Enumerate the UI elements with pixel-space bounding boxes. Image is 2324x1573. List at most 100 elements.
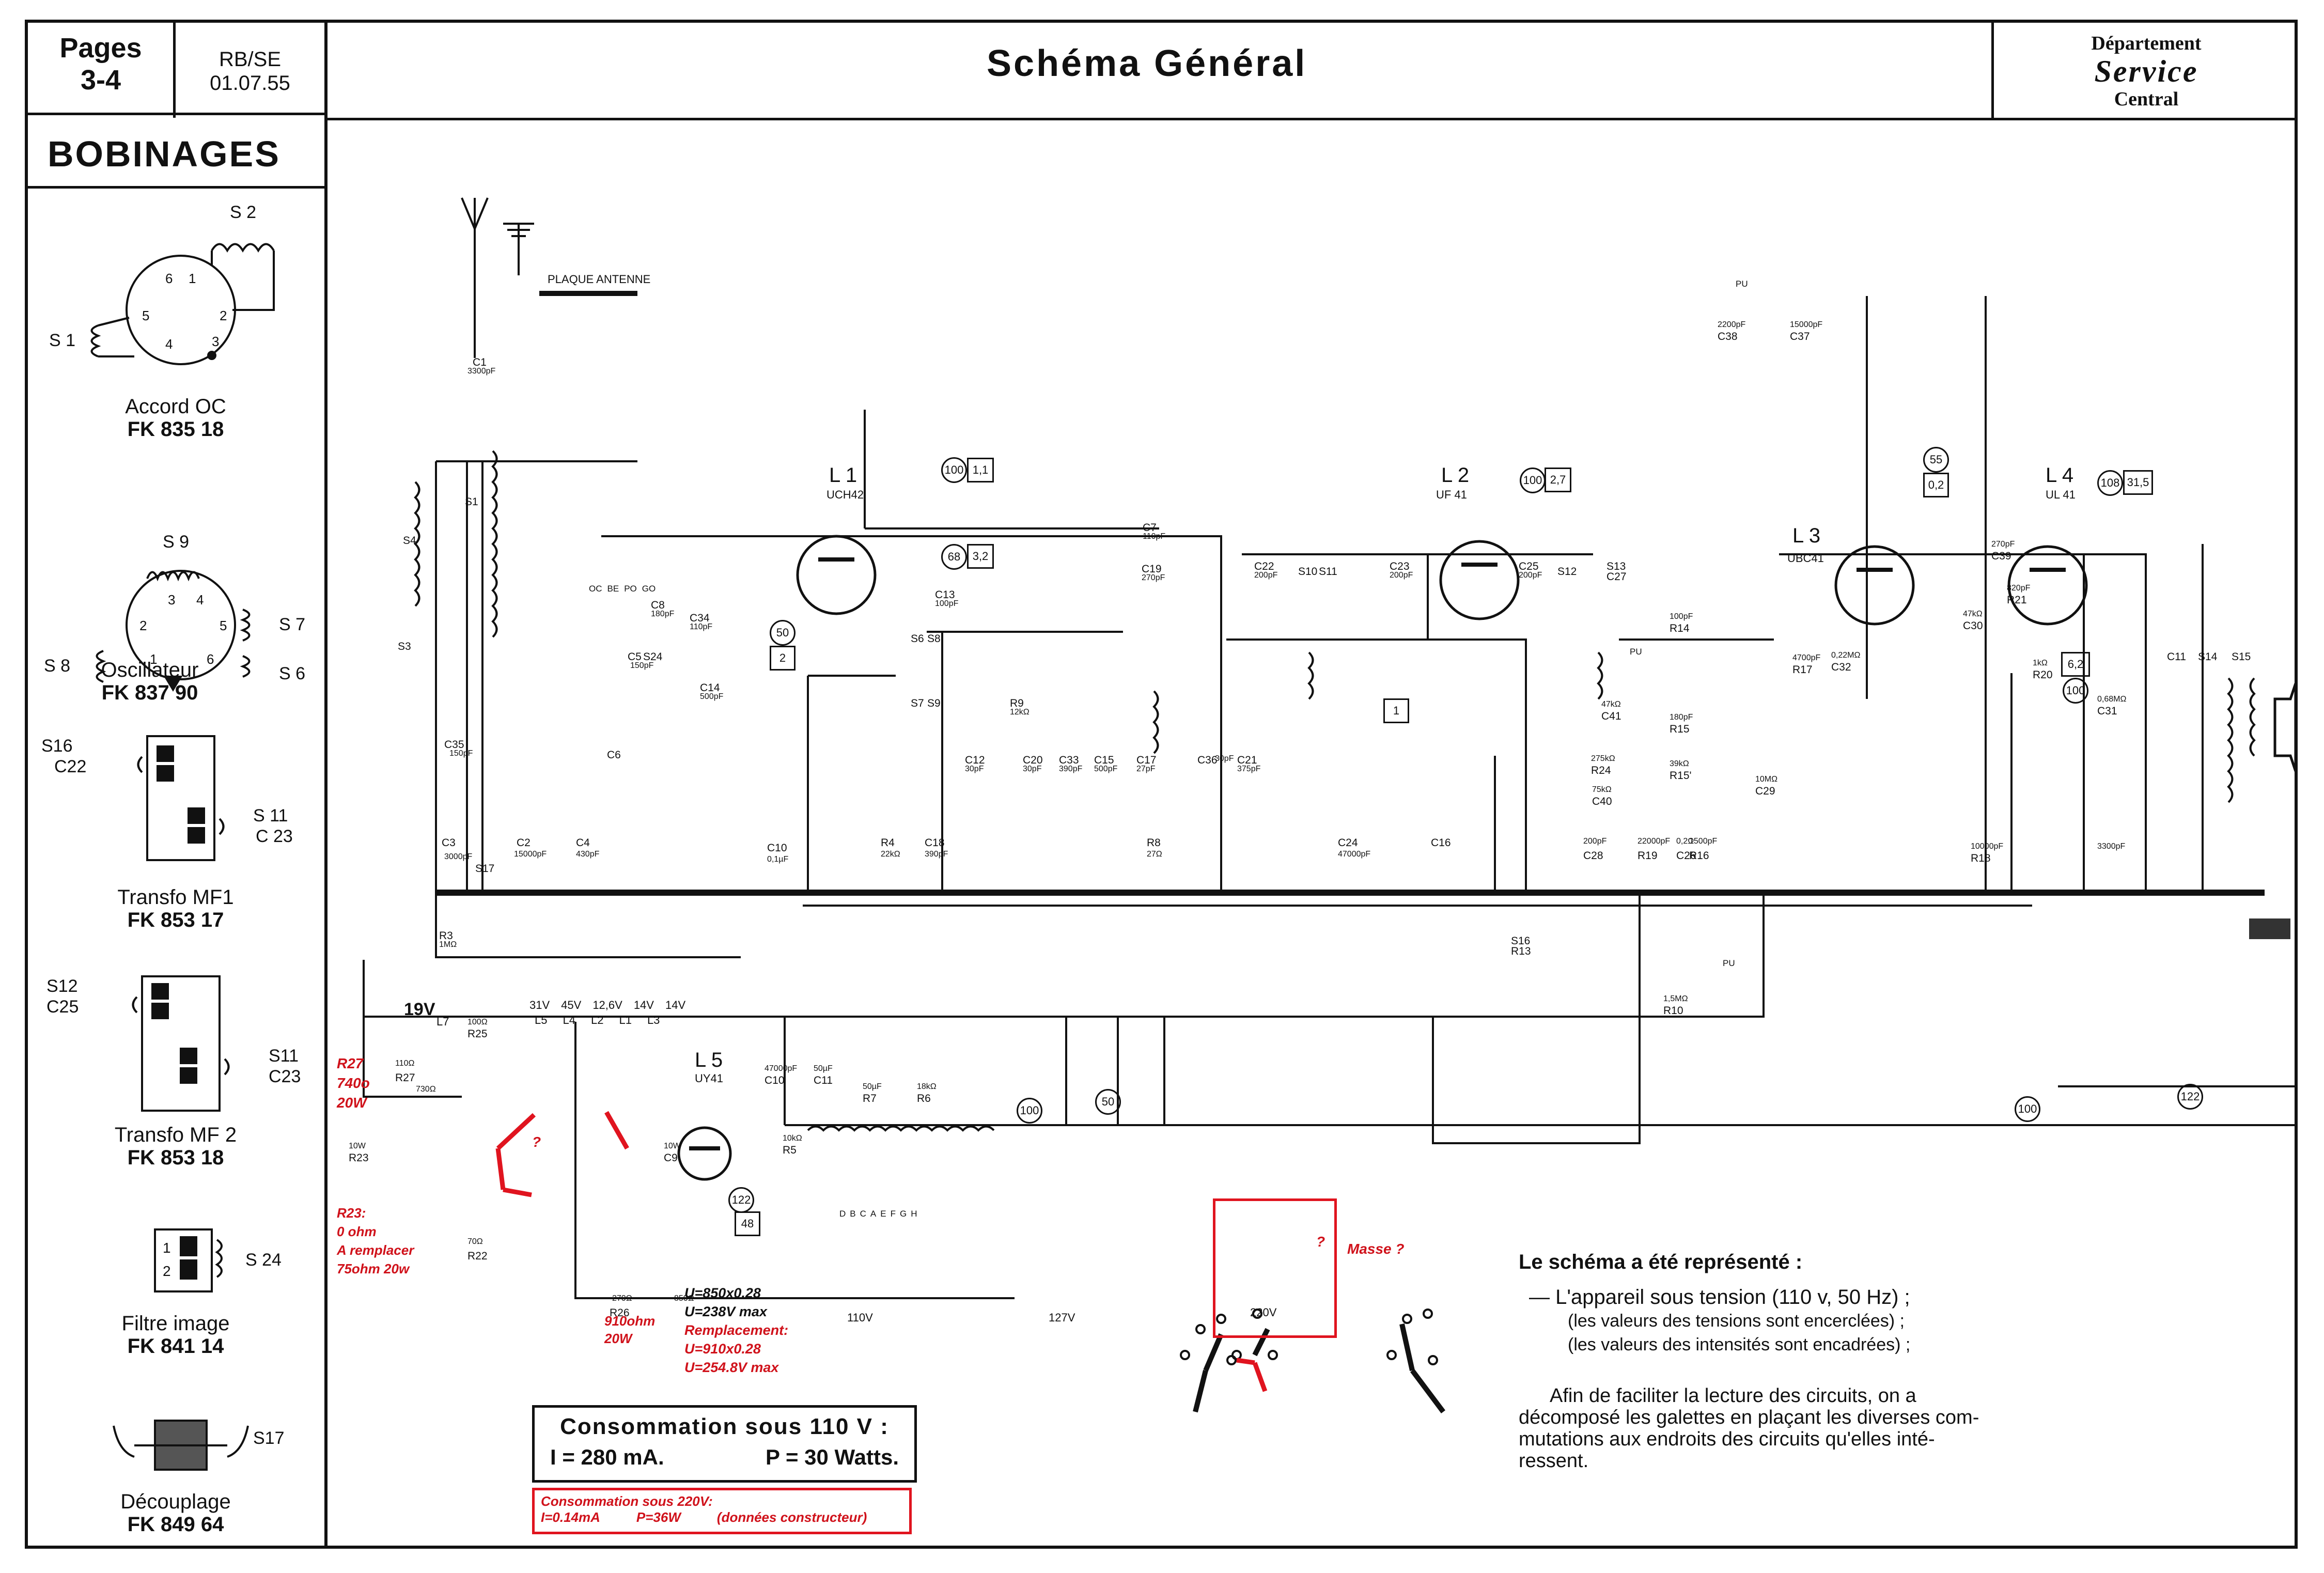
page-title: Schéma Général — [987, 43, 1307, 84]
switch-wafers — [1180, 1309, 1438, 1365]
mf1-c22: C22 — [54, 757, 86, 776]
pu-label: PU — [1736, 279, 1748, 289]
conso-220-power: P=36W — [636, 1509, 681, 1525]
tube-L3-id: L 3 — [1792, 524, 1821, 547]
component-label: C38 — [1718, 331, 1738, 342]
component-label: C1 — [473, 356, 487, 368]
component-label: 110pF — [690, 622, 713, 631]
tube-L2-id: L 2 — [1441, 464, 1470, 487]
osc-pin-4: 4 — [196, 592, 204, 608]
component-label: S4 — [403, 535, 416, 547]
current-badge: 6,2 — [2061, 652, 2090, 677]
mf2-s11: S11 — [269, 1046, 299, 1066]
oscillateur-label: Oscillateur — [101, 659, 199, 681]
ref-block: RB/SE 01.07.55 — [176, 48, 324, 95]
filtre-ref: FK 841 14 — [127, 1335, 224, 1358]
component-label: R19 — [1637, 850, 1658, 862]
component-label: C35 — [444, 739, 464, 751]
component-label: 3300pF — [467, 367, 496, 376]
tube-L4-id: L 4 — [2046, 464, 2074, 487]
red-note-line: R27 — [337, 1055, 364, 1071]
component-label: S13 — [1606, 560, 1626, 572]
notes-para-line: décomposé les galettes en plaçant les di… — [1519, 1407, 1979, 1428]
component-label: 50µF — [863, 1082, 882, 1091]
component-label: C9 — [664, 1152, 678, 1164]
component-label: S8 — [927, 633, 941, 645]
conso-220-source: (données constructeur) — [716, 1509, 867, 1525]
component-label: 270pF — [1142, 573, 1165, 582]
component-label: C39 — [1991, 550, 2011, 562]
accord-oc-ref: FK 835 18 — [127, 418, 224, 441]
osc-s8: S 8 — [44, 656, 70, 676]
question-mark: ? — [1316, 1234, 1325, 1250]
component-label: C23 — [1390, 560, 1410, 572]
red-corrections — [495, 1111, 1268, 1392]
schematic-wires — [363, 197, 2296, 1299]
component-label: 27pF — [1136, 765, 1156, 773]
component-label: R15' — [1670, 770, 1692, 782]
component-label: 10W — [349, 1142, 366, 1150]
component-label: 1,5MΩ — [1663, 994, 1688, 1003]
pages-value: 3-4 — [80, 65, 121, 96]
mf2-diagram — [132, 975, 230, 1112]
filtre-label: Filtre image — [121, 1312, 230, 1335]
component-label: S12 — [1557, 566, 1577, 578]
red-note-line: 20W — [604, 1331, 632, 1346]
component-label: C36 — [1197, 754, 1218, 766]
component-label: 50µF — [814, 1064, 833, 1073]
heater-tap: 14V — [665, 999, 686, 1011]
component-label: C14 — [700, 682, 720, 694]
component-label: R24 — [1591, 765, 1611, 776]
component-label: S16 — [1511, 935, 1531, 947]
tube-L1-type: UCH42 — [826, 488, 864, 501]
department-block: Département Service Central — [1999, 32, 2294, 111]
current-badge: 1 — [1383, 698, 1409, 723]
component-label: 200pF — [1390, 571, 1413, 580]
mf2-ref: FK 853 18 — [127, 1146, 224, 1169]
header-divider-3 — [1991, 20, 1994, 118]
voltage-badge: 108 — [2097, 470, 2123, 496]
notes-block: Le schéma a été représenté : — L'apparei… — [1519, 1250, 2283, 1472]
heater-name: L1 — [619, 1014, 632, 1026]
component-label: 150pF — [630, 661, 654, 670]
component-label: S15 — [2232, 651, 2251, 663]
tube-L3-type: UBC41 — [1787, 552, 1824, 565]
component-label: C21 — [1237, 754, 1257, 766]
component-label: 180pF — [651, 610, 675, 618]
component-label: 27Ω — [1147, 850, 1162, 859]
component-label: R13 — [1511, 945, 1531, 957]
component-label: 0,22MΩ — [1831, 651, 1861, 660]
component-label: 47000pF — [1338, 850, 1371, 859]
component-label: R21 — [2007, 594, 2027, 606]
component-label: S1 — [465, 496, 478, 508]
accord-oc-diagram — [90, 243, 275, 365]
voltage-badge: 50 — [770, 620, 796, 646]
mf1-ref: FK 853 17 — [127, 909, 224, 931]
tube-L3 — [1834, 545, 1915, 626]
voltage-badge: 100 — [2015, 1096, 2040, 1122]
tube-L2 — [1439, 540, 1520, 620]
filtre-pin-1: 1 — [163, 1240, 171, 1256]
component-label: 100Ω — [467, 1018, 488, 1026]
decouplage-diagram — [113, 1420, 249, 1471]
notes-heading: Le schéma a été représenté : — [1519, 1251, 1803, 1273]
tube-symbols — [677, 535, 2088, 1181]
component-label: C20 — [1023, 754, 1043, 766]
current-badge: 3,2 — [967, 544, 994, 569]
component-label: R23 — [349, 1152, 369, 1164]
accord-pin-3: 3 — [212, 334, 219, 349]
notes-para-line: Afin de faciliter la lecture des circuit… — [1550, 1385, 1916, 1407]
component-label: R7 — [863, 1093, 877, 1104]
accord-pin-1: 1 — [189, 271, 196, 286]
component-label: 22kΩ — [881, 850, 900, 859]
tube-L1 — [796, 535, 877, 615]
component-label: 47kΩ — [1601, 700, 1621, 709]
switch-220v-label: 220V — [1250, 1306, 1277, 1319]
red-note-line: 0 ohm — [337, 1224, 377, 1239]
component-label: 730Ω — [416, 1085, 436, 1094]
filtre-s24: S 24 — [245, 1250, 282, 1270]
component-label: R5 — [783, 1144, 797, 1156]
tube-value-line: Remplacement: — [684, 1322, 789, 1338]
tube-internals — [689, 557, 2066, 1150]
component-label: 10000pF — [1971, 842, 2004, 851]
